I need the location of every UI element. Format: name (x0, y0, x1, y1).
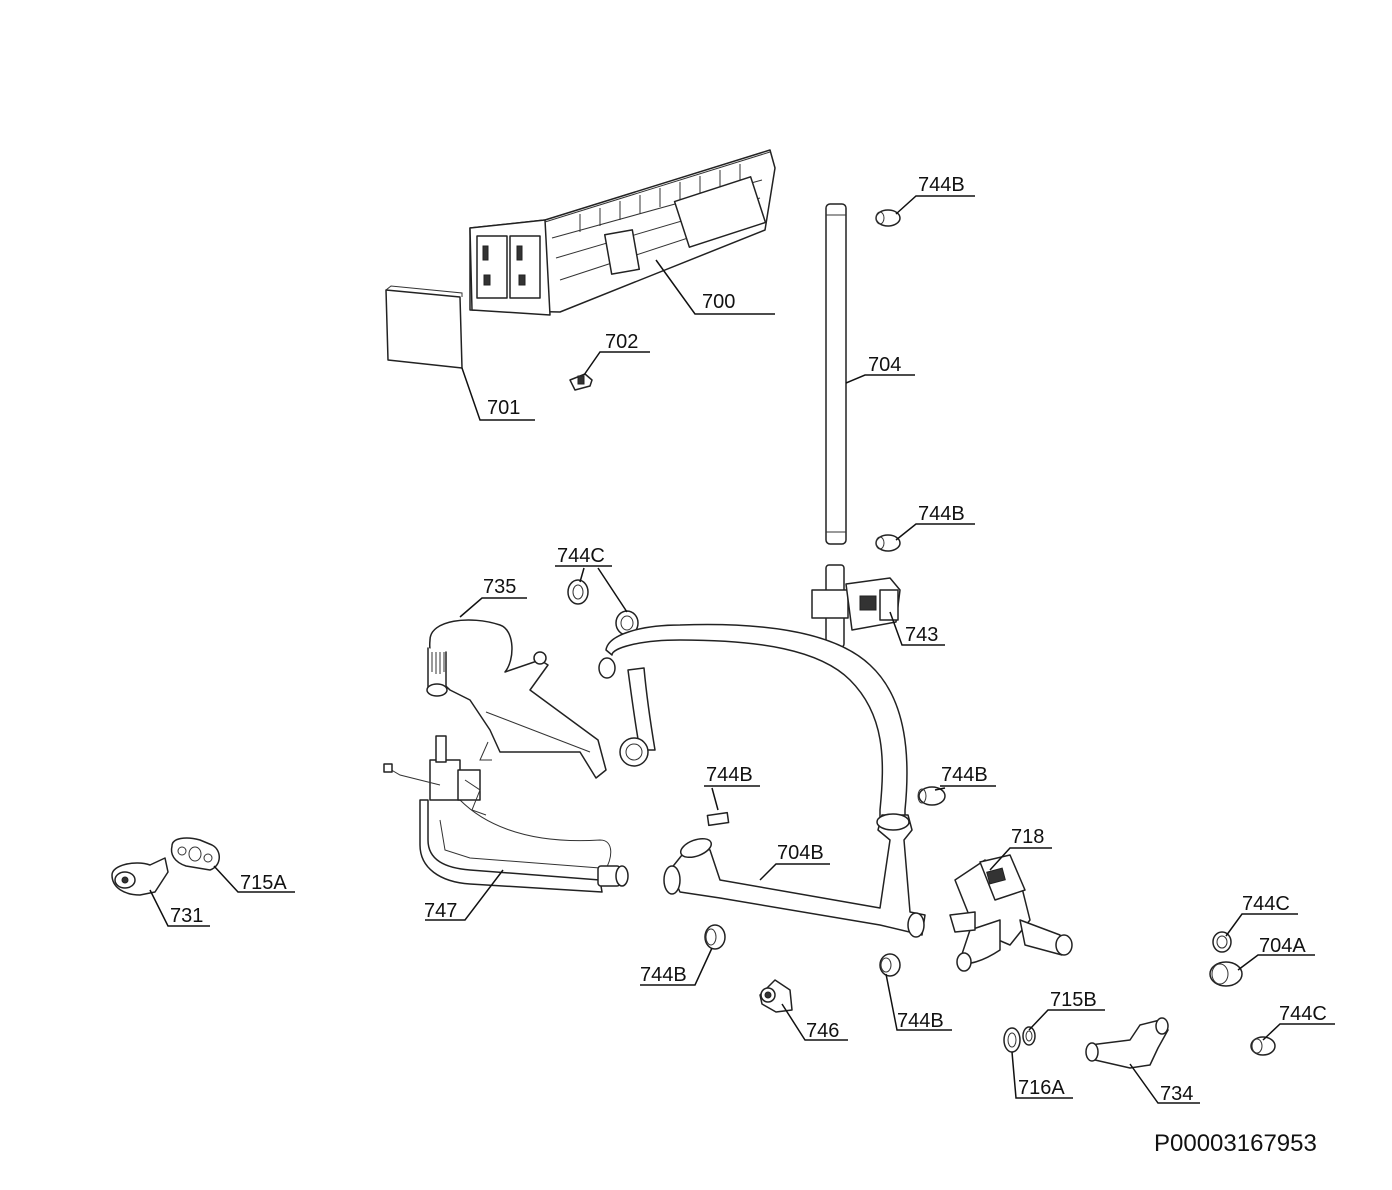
callout-label: 744B (941, 764, 988, 786)
callout-label: 744C (1242, 893, 1290, 915)
callout-715b: 715B (1028, 989, 1105, 1031)
callout-704b: 704B (759, 842, 830, 881)
part-744c-clip-right-1 (1212, 931, 1232, 953)
callout-label: 715A (240, 872, 287, 894)
callout-704a: 704A (1237, 935, 1315, 971)
part-700-dispenser-housing (469, 149, 776, 316)
callout-744b-lower-left: 744B (640, 947, 713, 986)
callout-731: 731 (149, 889, 210, 927)
part-744b-small-tag (706, 811, 730, 827)
callout-label: 744C (557, 545, 605, 567)
part-main-hose (598, 623, 908, 831)
callout-747: 747 (424, 869, 504, 922)
callout-744c-right-2: 744C (1262, 1003, 1335, 1041)
part-744b-clip-top (875, 209, 901, 227)
part-704a-ring (1209, 961, 1243, 987)
callout-label: 716A (1018, 1077, 1065, 1099)
callout-label: 746 (806, 1020, 839, 1042)
part-704b-y-tube (663, 813, 926, 938)
callout-label: 700 (702, 291, 735, 313)
part-734-elbow (1085, 1017, 1169, 1069)
callout-label: 704B (777, 842, 824, 864)
callout-700: 700 (655, 259, 775, 315)
callout-743: 743 (889, 611, 945, 646)
callout-label: 744B (897, 1010, 944, 1032)
callout-744b-mid: 744B (895, 503, 975, 541)
part-704-tube (825, 203, 847, 545)
part-716a-washer (1003, 1027, 1021, 1053)
callout-702: 702 (583, 331, 650, 376)
callout-701: 701 (461, 367, 535, 421)
callout-label: 734 (1160, 1083, 1193, 1105)
callout-734: 734 (1129, 1063, 1200, 1105)
callout-744c-upper: 744C (555, 545, 628, 613)
part-715b-washer (1022, 1026, 1036, 1046)
callout-label: 744B (918, 503, 965, 525)
part-718-flow-valve (949, 854, 1073, 972)
part-744b-clip-mid (875, 534, 901, 552)
callout-744b-center: 744B (704, 764, 760, 811)
callout-716a: 716A (1011, 1051, 1073, 1099)
callout-label: 735 (483, 576, 516, 598)
callout-735: 735 (459, 576, 527, 618)
part-744b-clip-right (917, 786, 946, 806)
callout-label: 744B (918, 174, 965, 196)
part-731-fitting (111, 857, 169, 896)
part-735-air-trap (426, 619, 607, 779)
callout-label: 744B (640, 964, 687, 986)
callout-746: 746 (781, 1003, 848, 1042)
callout-704: 704 (845, 354, 915, 384)
part-744b-clip-lower-left (704, 924, 726, 950)
callout-715a: 715A (213, 865, 295, 894)
diagram-reference-code: P00003167953 (1154, 1130, 1317, 1157)
callout-label: 743 (905, 624, 938, 646)
part-701-flap (385, 285, 463, 369)
callout-label: 704A (1259, 935, 1306, 957)
callout-718: 718 (989, 826, 1052, 871)
callout-label: 747 (424, 900, 457, 922)
part-744b-clip-lower-right (879, 953, 901, 977)
callout-label: 744B (706, 764, 753, 786)
callout-744c-right-1: 744C (1225, 893, 1298, 937)
part-743-valve (811, 564, 901, 648)
callout-label: 744C (1279, 1003, 1327, 1025)
part-702-clip (569, 373, 593, 391)
part-744c-clip-upper-1 (567, 579, 589, 605)
part-747-pipe-assembly (383, 735, 629, 893)
callout-744b-right: 744B (934, 764, 996, 791)
callout-label: 718 (1011, 826, 1044, 848)
part-746-connector (759, 979, 793, 1013)
part-715a-gasket (170, 837, 220, 871)
callout-label: 715B (1050, 989, 1097, 1011)
callout-744b-lower-right: 744B (885, 973, 952, 1032)
callout-label: 701 (487, 397, 520, 419)
callout-label: 702 (605, 331, 638, 353)
callout-label: 704 (868, 354, 901, 376)
callout-label: 731 (170, 905, 203, 927)
part-744c-clip-right-2 (1250, 1036, 1276, 1056)
callout-744b-top: 744B (895, 174, 975, 215)
